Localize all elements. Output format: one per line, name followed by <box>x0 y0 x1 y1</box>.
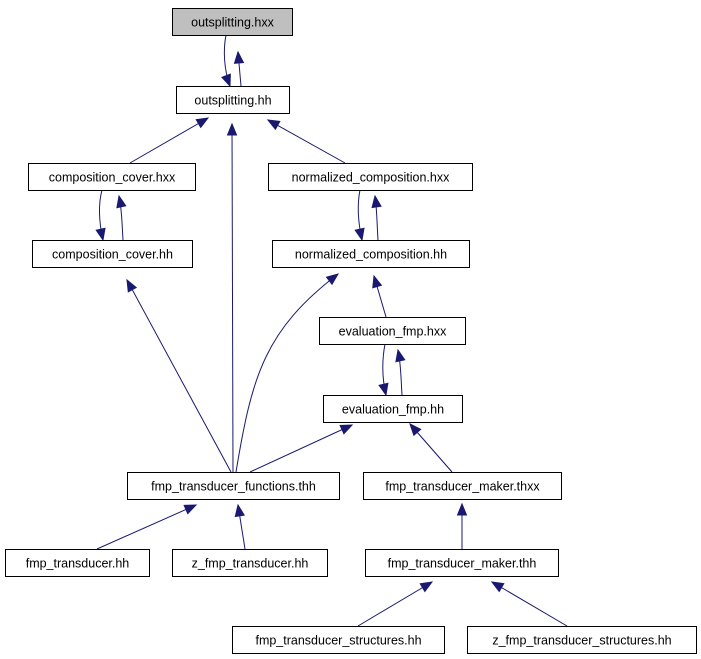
node-label: evaluation_fmp.hh <box>342 403 444 417</box>
node-composition-cover-hh[interactable]: composition_cover.hh <box>32 240 193 268</box>
arrowhead-icon <box>490 581 505 593</box>
node-fmp-transducer-structures-hh[interactable]: fmp_transducer_structures.hh <box>232 626 445 654</box>
node-box <box>365 549 559 577</box>
edge-composition-cover-hxx-to-composition-cover-hh <box>95 189 106 242</box>
edge-line <box>129 117 209 164</box>
arrowhead-icon <box>378 382 389 397</box>
edge-fmp-transducer-hh-to-fmp-transducer-functions-thh <box>96 504 198 550</box>
node-box <box>323 395 463 423</box>
node-box <box>176 86 290 114</box>
node-box <box>363 472 562 500</box>
node-fmp-transducer-hh[interactable]: fmp_transducer.hh <box>5 549 150 577</box>
edge-evaluation-fmp-hh-to-evaluation-fmp-hxx <box>395 348 406 396</box>
node-composition-cover-hxx[interactable]: composition_cover.hxx <box>28 163 196 191</box>
arrowhead-icon <box>339 424 354 435</box>
arrowhead-icon <box>266 119 281 131</box>
edge-fmp-transducer-functions-thh-to-normalized-composition-hh <box>235 273 340 473</box>
node-label: evaluation_fmp.hxx <box>339 325 447 339</box>
node-z-fmp-transducer-structures-hh[interactable]: z_fmp_transducer_structures.hh <box>467 626 697 654</box>
node-label: normalized_composition.hh <box>295 248 447 262</box>
node-normalized-composition-hh[interactable]: normalized_composition.hh <box>272 240 470 268</box>
node-box <box>172 549 328 577</box>
edge-normalized-composition-hxx-to-outsplitting-hh <box>266 119 346 164</box>
node-label: composition_cover.hh <box>52 248 173 262</box>
edge-line <box>96 504 197 550</box>
node-outsplitting-hxx[interactable]: outsplitting.hxx <box>172 8 293 36</box>
node-box <box>127 472 340 500</box>
node-label: fmp_transducer_structures.hh <box>255 634 421 648</box>
edge-fmp-transducer-functions-thh-to-evaluation-fmp-hh <box>249 424 354 473</box>
edge-normalized-composition-hh-to-normalized-composition-hxx <box>371 194 382 241</box>
node-box <box>32 240 193 268</box>
edge-line <box>126 279 232 473</box>
edge-outsplitting-hxx-to-outsplitting-hh <box>221 34 231 88</box>
edge-fmp-transducer-maker-thh-to-fmp-transducer-maker-thxx <box>456 502 468 549</box>
node-evaluation-fmp-hxx[interactable]: evaluation_fmp.hxx <box>319 317 466 345</box>
node-label: fmp_transducer_maker.thh <box>388 557 537 571</box>
edge-fmp-transducer-maker-thxx-to-evaluation-fmp-hh <box>409 423 453 473</box>
arrowhead-icon <box>395 348 406 363</box>
node-box <box>28 163 196 191</box>
edge-line <box>357 581 433 627</box>
edge-normalized-composition-hxx-to-normalized-composition-hh <box>354 189 365 242</box>
arrowhead-icon <box>372 274 383 289</box>
arrowhead-icon <box>325 273 340 286</box>
graph-edges <box>95 34 568 627</box>
graph-nodes: outsplitting.hxx outsplitting.hh compositi… <box>5 8 697 654</box>
node-label: z_fmp_transducer.hh <box>192 557 309 571</box>
node-label: outsplitting.hh <box>194 94 271 108</box>
arrowhead-icon <box>233 50 245 64</box>
node-label: fmp_transducer_functions.thh <box>151 480 316 494</box>
node-z-fmp-transducer-hh[interactable]: z_fmp_transducer.hh <box>172 549 328 577</box>
node-evaluation-fmp-hh[interactable]: evaluation_fmp.hh <box>323 395 463 423</box>
edge-z-fmp-transducer-hh-to-fmp-transducer-functions-thh <box>234 503 246 550</box>
arrowhead-icon <box>371 194 382 209</box>
arrowhead-icon <box>95 227 106 242</box>
arrowhead-icon <box>183 504 198 515</box>
edge-fmp-transducer-functions-thh-to-outsplitting-hh <box>226 122 238 473</box>
edge-line <box>267 119 346 164</box>
edge-evaluation-fmp-hxx-to-normalized-composition-hh <box>372 274 387 318</box>
arrowhead-icon <box>221 73 231 88</box>
node-label: outsplitting.hxx <box>191 16 274 30</box>
arrowhead-icon <box>456 502 468 516</box>
arrowhead-icon <box>419 581 434 593</box>
node-label: fmp_transducer.hh <box>26 557 130 571</box>
node-fmp-transducer-functions-thh[interactable]: fmp_transducer_functions.thh <box>127 472 340 500</box>
edge-line <box>249 424 353 473</box>
node-label: composition_cover.hxx <box>49 171 176 185</box>
arrowhead-icon <box>226 122 238 136</box>
node-box <box>268 163 473 191</box>
edge-line <box>491 581 568 627</box>
edge-composition-cover-hh-to-composition-cover-hxx <box>116 194 127 241</box>
node-box <box>319 317 466 345</box>
node-fmp-transducer-maker-thh[interactable]: fmp_transducer_maker.thh <box>365 549 559 577</box>
edge-fmp-transducer-structures-hh-to-fmp-transducer-maker-thh <box>357 581 434 627</box>
arrowhead-icon <box>234 503 245 518</box>
arrowhead-icon <box>409 423 422 437</box>
arrowhead-icon <box>195 117 210 129</box>
edge-fmp-transducer-functions-thh-to-composition-cover-hh <box>126 278 232 473</box>
edge-line <box>231 123 234 473</box>
node-label: fmp_transducer_maker.thxx <box>385 480 540 494</box>
node-normalized-composition-hxx[interactable]: normalized_composition.hxx <box>268 163 473 191</box>
node-box <box>272 240 470 268</box>
node-outsplitting-hh[interactable]: outsplitting.hh <box>176 86 290 114</box>
node-box <box>467 626 697 654</box>
node-label: z_fmp_transducer_structures.hh <box>492 634 671 648</box>
edge-z-fmp-transducer-structures-hh-to-fmp-transducer-maker-thh <box>490 581 568 627</box>
edge-composition-cover-hxx-to-outsplitting-hh <box>129 117 210 164</box>
node-fmp-transducer-maker-thxx[interactable]: fmp_transducer_maker.thxx <box>363 472 562 500</box>
edge-line <box>235 273 339 473</box>
edge-outsplitting-hh-to-outsplitting-hxx <box>233 50 245 87</box>
arrowhead-icon <box>116 194 127 209</box>
edge-evaluation-fmp-hxx-to-evaluation-fmp-hh <box>378 343 389 397</box>
node-label: normalized_composition.hxx <box>292 171 450 185</box>
node-box <box>232 626 445 654</box>
arrowhead-icon <box>126 278 138 293</box>
arrowhead-icon <box>354 227 365 242</box>
node-box <box>172 8 293 36</box>
node-box <box>5 549 150 577</box>
